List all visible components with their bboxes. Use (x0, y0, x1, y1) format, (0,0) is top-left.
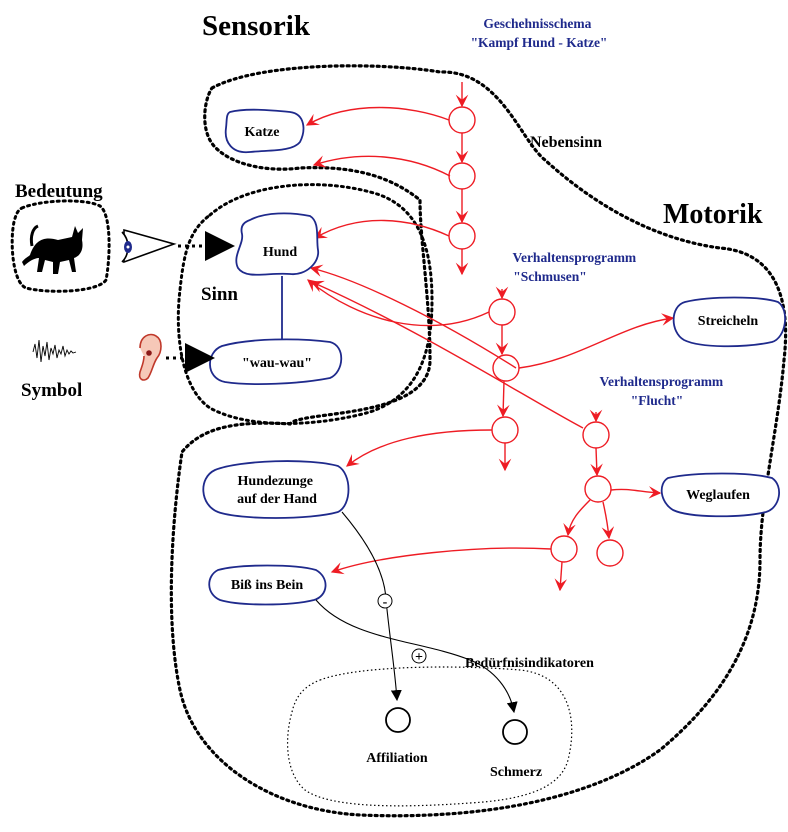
blob-wauwau: "wau-wau" (210, 339, 341, 384)
blob-hundezunge: Hundezunge auf der Hand (203, 461, 348, 518)
schmusen-node-1 (489, 299, 515, 325)
schema-flucht-title: Verhaltensprogramm "Flucht" (599, 374, 726, 408)
schema-kampf-title: Geschehnisschema "Kampf Hund - Katze" (471, 16, 608, 50)
node-streicheln-label: Streicheln (698, 314, 759, 329)
schema-schmusen-title: Verhaltensprogramm "Schmusen" (512, 250, 639, 284)
flucht-node-2 (585, 476, 611, 502)
schema-flucht (311, 268, 660, 590)
sign-minus: - (378, 594, 392, 610)
schmusen-node-3 (492, 417, 518, 443)
kampf-node-1 (449, 107, 475, 133)
sign-plus: + (412, 649, 426, 665)
eye-icon (122, 230, 174, 262)
label-sinn: Sinn (201, 284, 238, 305)
blob-weglaufen: Weglaufen (662, 474, 779, 517)
flucht-node-3 (551, 536, 577, 562)
label-symbol: Symbol (21, 380, 82, 401)
beduerfnis-region (288, 667, 572, 806)
node-biss-label: Biß ins Bein (231, 578, 304, 593)
blob-katze: Katze (226, 110, 304, 153)
node-weglaufen-label: Weglaufen (686, 488, 750, 503)
indicator-affiliation (386, 708, 410, 732)
sound-wave-icon (33, 340, 76, 362)
kampf-node-3 (449, 223, 475, 249)
flucht-node-1 (583, 422, 609, 448)
nebensinn-region (171, 66, 785, 816)
node-katze-label: Katze (245, 125, 280, 140)
blob-hund: Hund (236, 213, 318, 274)
heading-sensorik: Sensorik (202, 10, 311, 42)
indicator-links (316, 512, 514, 712)
ear-icon (140, 335, 161, 381)
node-hund-label: Hund (263, 245, 297, 260)
label-nebensinn: Nebensinn (530, 134, 602, 151)
indicator-schmerz-label: Schmerz (490, 765, 542, 780)
schema-kampf (307, 82, 475, 274)
sign-minus-label: - (383, 595, 388, 610)
indicator-schmerz (503, 720, 527, 744)
label-bedeutung: Bedeutung (15, 181, 103, 202)
flucht-node-4 (597, 540, 623, 566)
sign-plus-label: + (415, 650, 423, 665)
label-beduerfnisindikatoren: Bedürfnisindikatoren (465, 656, 594, 671)
node-wauwau-label: "wau-wau" (242, 356, 312, 371)
heading-motorik: Motorik (663, 199, 763, 230)
indicator-affiliation-label: Affiliation (366, 751, 428, 766)
blob-streicheln: Streicheln (674, 298, 785, 347)
blob-biss: Biß ins Bein (209, 566, 325, 605)
kampf-node-2 (449, 163, 475, 189)
cat-icon (22, 226, 83, 274)
